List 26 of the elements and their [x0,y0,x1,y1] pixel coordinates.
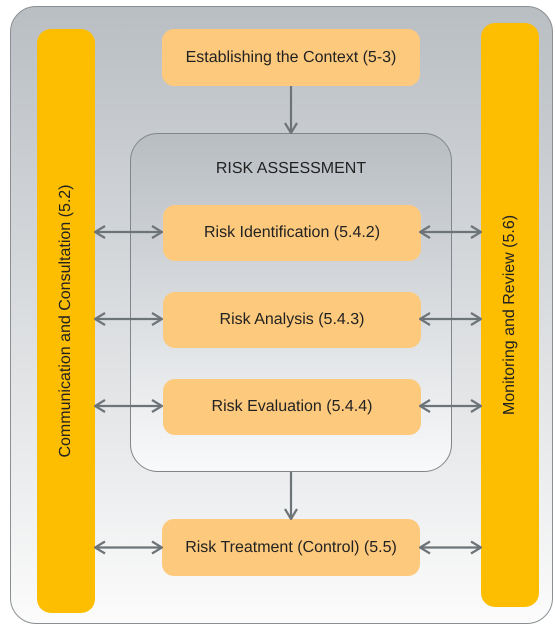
box-label: Establishing the Context (5-3) [186,48,396,68]
arrow [418,224,482,240]
arrow [284,86,298,134]
vertical-bar [481,23,539,607]
arrow [418,398,482,414]
vertical-bar [37,29,95,613]
process-box [163,205,421,261]
box-label: Risk Analysis (5.4.3) [220,310,364,330]
arrow [94,540,164,555]
arrow [94,398,164,414]
arrow [418,312,482,326]
box-label: Risk Treatment (Control) (5.5) [185,538,397,558]
arrow [418,540,482,555]
arrow [94,224,164,240]
process-box [162,519,420,576]
bar-label: Monitoring and Review (5.6) [501,214,519,416]
box-label: Risk Identification (5.4.2) [204,223,380,243]
box-label: Risk Evaluation (5.4.4) [212,397,372,417]
group-container [130,133,452,472]
arrow [94,312,164,326]
process-box [162,29,420,86]
bar-label: Communication and Consultation (5.2) [57,184,75,458]
process-box [163,379,421,435]
group-heading: RISK ASSESSMENT [214,160,368,178]
process-box [163,292,421,348]
arrow [284,472,298,520]
